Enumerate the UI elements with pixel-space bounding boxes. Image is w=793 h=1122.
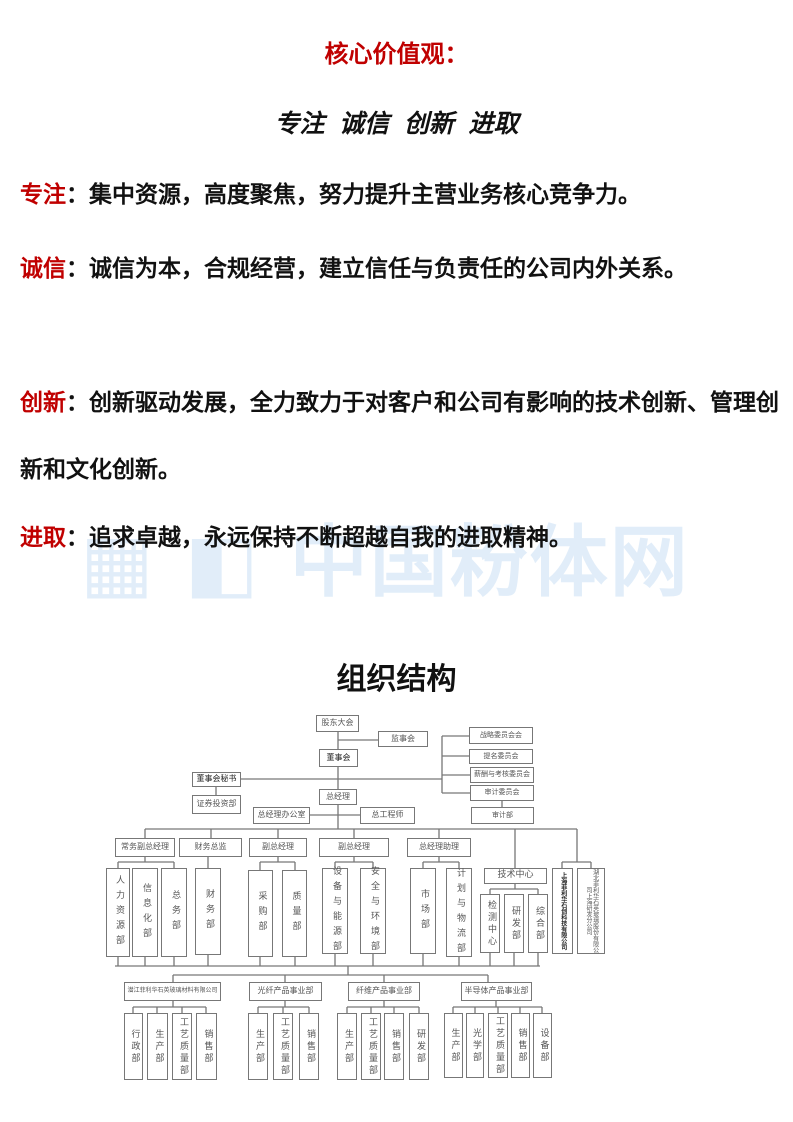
org-dept: 财务部 bbox=[195, 868, 221, 955]
org-securities: 证券投资部 bbox=[192, 795, 241, 814]
org-audit: 审计部 bbox=[471, 807, 534, 824]
org-dept: 设备与能源部 bbox=[322, 866, 348, 956]
org-unit-dept: 销售部 bbox=[511, 1013, 530, 1078]
org-unit-dept: 销售部 bbox=[384, 1013, 404, 1080]
org-tech-dept: 研发部 bbox=[504, 894, 524, 953]
para-key: 创新 bbox=[20, 390, 66, 416]
para-key: 诚信 bbox=[20, 256, 66, 282]
org-committee: 薪酬与考核委员会 bbox=[470, 767, 534, 783]
paragraph-integrity: 诚信：诚信为本，合规经营，建立信任与负责任的公司内外关系。 bbox=[20, 236, 780, 303]
org-supervisors: 监事会 bbox=[378, 731, 428, 747]
org-unit-dept: 行政部 bbox=[124, 1013, 143, 1080]
org-level2: 总经理助理 bbox=[407, 838, 471, 857]
org-dept: 质量部 bbox=[282, 870, 307, 957]
org-unit-dept: 研发部 bbox=[409, 1013, 429, 1080]
watermark-logo: ▦ ◧ 中国粉体网 bbox=[80, 518, 690, 608]
org-unit-dept: 生产部 bbox=[248, 1013, 268, 1080]
org-dept: 市场部 bbox=[410, 868, 436, 954]
org-unit-dept: 生产部 bbox=[337, 1013, 357, 1080]
org-level2: 财务总监 bbox=[179, 838, 242, 857]
org-board-secretary: 董事会秘书 bbox=[192, 772, 241, 787]
org-unit-dept: 设备部 bbox=[533, 1013, 552, 1078]
org-unit: 纤维产品事业部 bbox=[348, 982, 420, 1001]
org-dept: 安全与环境部 bbox=[360, 866, 386, 956]
org-committee: 战略委员会会 bbox=[469, 727, 533, 744]
org-level2: 常务副总经理 bbox=[115, 838, 175, 857]
org-unit: 光纤产品事业部 bbox=[249, 982, 322, 1001]
org-gm: 总经理 bbox=[319, 789, 357, 805]
org-subsidiary: 上海菲利华石创科技有限公司 bbox=[552, 868, 573, 954]
org-subsidiary: 湖北菲利华石英玻璃股份有限公司上海研发分公司 bbox=[577, 868, 605, 954]
org-level2: 副总经理 bbox=[319, 838, 389, 857]
values-heading: 核心价值观： bbox=[324, 40, 469, 68]
para-key: 专注 bbox=[20, 182, 66, 208]
org-dept: 采购部 bbox=[248, 870, 273, 957]
org-committee: 提名委员会 bbox=[469, 749, 533, 764]
org-tech-dept: 综合部 bbox=[528, 894, 548, 953]
org-unit: 潜江菲利华石英玻璃材料有限公司 bbox=[124, 982, 221, 1001]
paragraph-innovation: 创新：创新驱动发展，全力致力于对客户和公司有影响的技术创新、管理创新和文化创新。 bbox=[20, 370, 780, 504]
org-unit: 半导体产品事业部 bbox=[461, 982, 532, 1001]
para-key: 进取 bbox=[20, 525, 66, 551]
org-unit-dept: 销售部 bbox=[299, 1013, 319, 1080]
org-unit-dept: 销售部 bbox=[196, 1013, 217, 1080]
org-unit-dept: 工艺质量部 bbox=[273, 1013, 293, 1080]
org-chief-engineer: 总工程师 bbox=[360, 807, 415, 824]
org-dept: 计划与物流部 bbox=[446, 868, 472, 958]
org-unit-dept: 光学部 bbox=[466, 1013, 484, 1078]
org-dept: 总务部 bbox=[161, 868, 187, 957]
org-tech-center: 技术中心 bbox=[484, 868, 547, 884]
org-dept: 人力资源部 bbox=[106, 868, 130, 957]
paragraph-focus: 专注：集中资源，高度聚焦，努力提升主营业务核心竞争力。 bbox=[20, 162, 780, 229]
para-text: ：诚信为本，合规经营，建立信任与负责任的公司内外关系。 bbox=[66, 256, 687, 282]
para-text: ：集中资源，高度聚焦，努力提升主营业务核心竞争力。 bbox=[66, 182, 641, 208]
org-committee: 审计委员会 bbox=[470, 785, 534, 801]
org-unit-dept: 工艺质量部 bbox=[361, 1013, 381, 1080]
org-level2: 副总经理 bbox=[249, 838, 307, 857]
org-unit-dept: 工艺质量部 bbox=[488, 1013, 508, 1078]
org-unit-dept: 生产部 bbox=[444, 1013, 463, 1078]
values-line: 专注 诚信 创新 进取 bbox=[274, 109, 519, 138]
org-board: 董事会 bbox=[319, 749, 358, 767]
org-gm-office: 总经理办公室 bbox=[253, 807, 310, 824]
para-text: ：创新驱动发展，全力致力于对客户和公司有影响的技术创新、管理创新和文化创新。 bbox=[20, 390, 779, 483]
paragraph-enterprise: 进取：追求卓越，永远保持不断超越自我的进取精神。 bbox=[20, 505, 780, 572]
org-unit-dept: 工艺质量部 bbox=[172, 1013, 192, 1080]
org-unit-dept: 生产部 bbox=[147, 1013, 168, 1080]
org-tech-dept: 检测中心 bbox=[480, 894, 500, 953]
org-heading: 组织结构 bbox=[336, 662, 457, 697]
org-dept: 信息化部 bbox=[132, 868, 158, 957]
org-shareholders: 股东大会 bbox=[316, 715, 359, 732]
para-text: ：追求卓越，永远保持不断超越自我的进取精神。 bbox=[66, 525, 572, 551]
